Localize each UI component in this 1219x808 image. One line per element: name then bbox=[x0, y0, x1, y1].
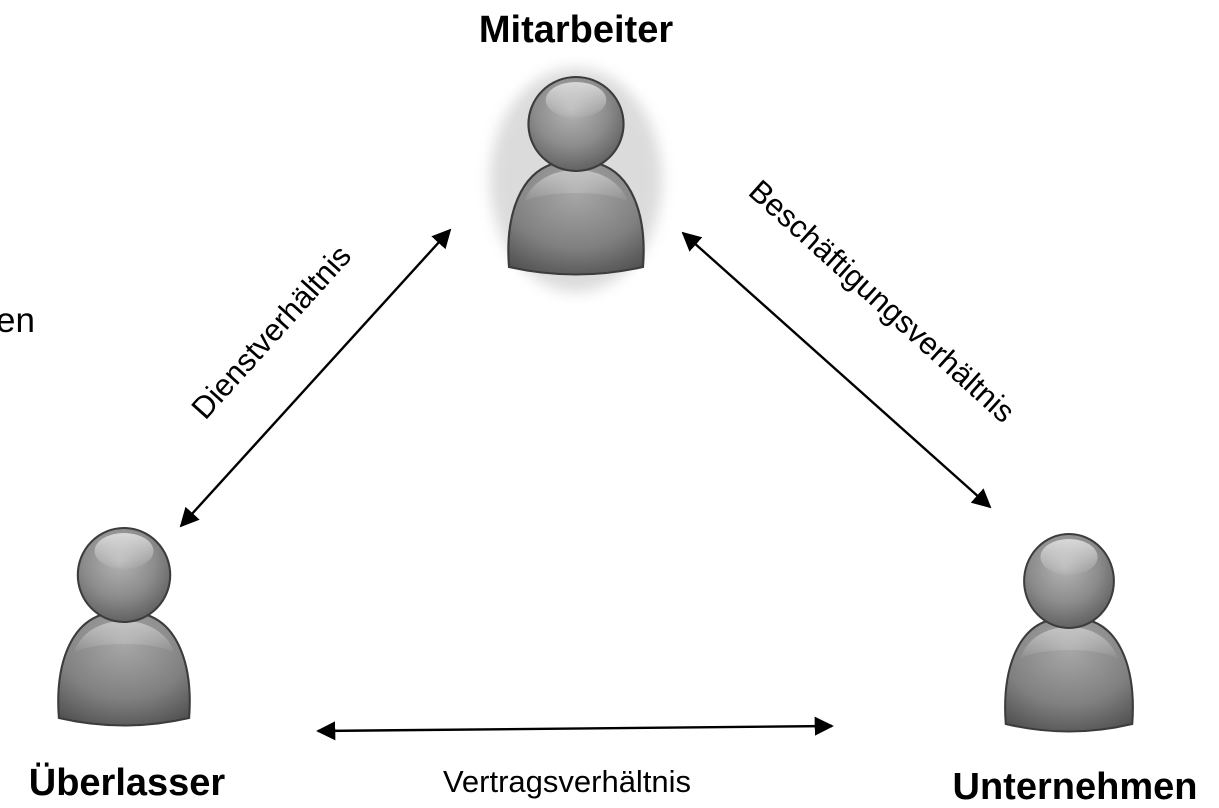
person-icon bbox=[57, 526, 191, 727]
node-unternehmen: Unternehmen bbox=[953, 532, 1198, 808]
relation-label-dienstverhaeltnis: Dienstverhältnis bbox=[184, 238, 358, 425]
relation-label-vertragsverhaeltnis: Vertragsverhältnis bbox=[443, 764, 691, 799]
person-icon bbox=[1004, 532, 1134, 733]
relation-label-beschaeftigungsverhaeltnis: Beschäftigungsverhältnis bbox=[742, 173, 1022, 430]
arrow-vertragsverhaeltnis bbox=[316, 716, 834, 741]
arrow-dienstverhaeltnis bbox=[179, 228, 452, 528]
edge-text-fragment: en bbox=[0, 301, 35, 340]
node-label-mitarbeiter: Mitarbeiter bbox=[479, 9, 673, 51]
node-mitarbeiter: Mitarbeiter bbox=[479, 9, 673, 292]
node-ueberlasser: Überlasser bbox=[29, 526, 226, 804]
node-label-ueberlasser: Überlasser bbox=[29, 761, 226, 804]
node-label-unternehmen: Unternehmen bbox=[953, 766, 1198, 808]
arrow-beschaeftigungsverhaeltnis bbox=[681, 231, 992, 509]
